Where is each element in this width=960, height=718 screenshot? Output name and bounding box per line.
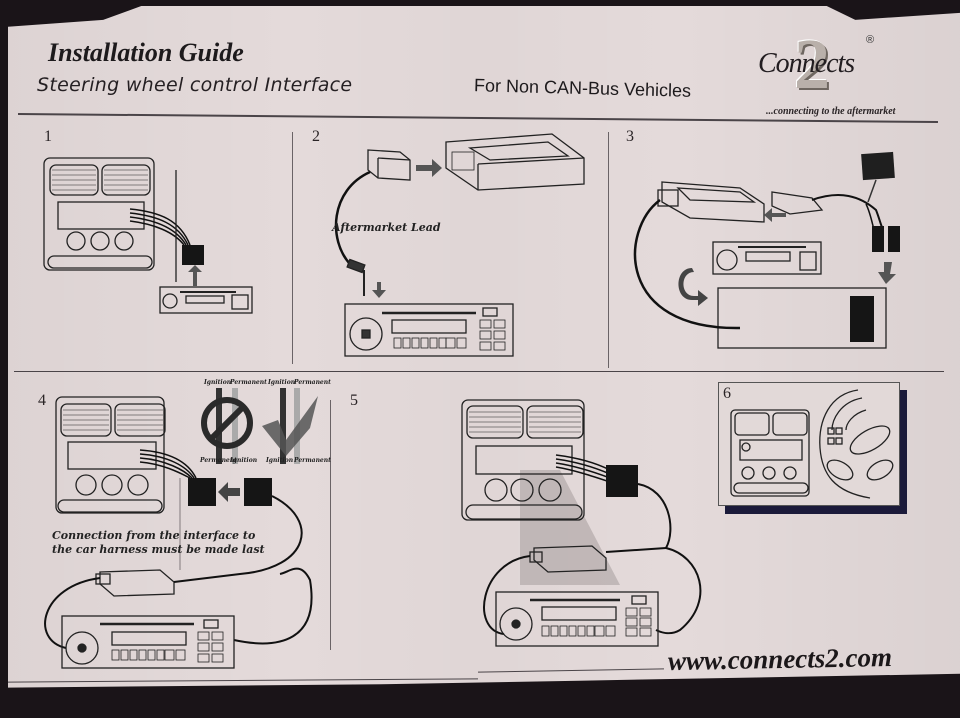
logo-numeral: 2: [794, 24, 830, 104]
check-mark-icon: [262, 396, 318, 456]
wrong-top-label-2: Permanent: [229, 379, 267, 386]
wrong-top-label-1: Ignition: [203, 379, 231, 386]
down-arrow: [372, 282, 386, 298]
car-harness-connector: [188, 478, 216, 506]
wrong-wiring-diagram: [201, 388, 253, 464]
dashboard-panel: [43, 157, 155, 271]
factory-radio: [159, 286, 253, 314]
wrong-bottom-label-2: Ignition: [229, 457, 257, 464]
column-divider-2: [608, 132, 609, 368]
step-4-caption: Connection from the interface to the car…: [52, 529, 265, 556]
steering-wheel: [819, 389, 894, 499]
website-url[interactable]: www.connects2.com: [667, 642, 893, 676]
dashboard-panel-step4: [55, 396, 166, 514]
aftermarket-radio-step2: [344, 303, 514, 357]
logo-tagline: ...connecting to the aftermarket: [766, 106, 896, 117]
step-number-1: 1: [44, 128, 52, 145]
step-number-3: 3: [626, 128, 634, 145]
split-connector-b: [888, 226, 900, 252]
column-divider-1: [292, 132, 293, 364]
connects2-logo: 2 Connects ® ...connecting to the afterm…: [748, 28, 908, 124]
harness-connector: [182, 245, 204, 265]
aftermarket-radio-step5: [495, 591, 659, 647]
cavity-connector: [850, 296, 874, 342]
split-connector-a: [872, 226, 884, 252]
step-number-6: 6: [723, 385, 731, 402]
aftermarket-radio-step3: [712, 241, 822, 275]
harness-wires: [129, 208, 191, 246]
right-top-label-1: Ignition: [267, 379, 295, 386]
car-harness-connector-step5: [606, 465, 638, 497]
down-right-arrow: [878, 262, 896, 284]
row-divider: [14, 371, 944, 373]
right-arrow: [416, 159, 442, 177]
step-number-4: 4: [38, 392, 46, 409]
wrong-bottom-label-1: Permanent: [199, 457, 237, 464]
dash-cavity: [717, 287, 887, 349]
right-bottom-label-1: Ignition: [265, 457, 293, 464]
right-bottom-label-2: Permanent: [293, 457, 331, 464]
harness-plug-step3: [771, 191, 824, 215]
interface-connector-step4: [244, 478, 272, 506]
interface-cable-loop-step4: [173, 495, 303, 583]
guide-subtitle: Steering wheel control Interface: [37, 74, 353, 96]
logo-wordmark: Connects: [758, 48, 855, 79]
right-top-label-2: Permanent: [293, 379, 331, 386]
aftermarket-lead-cable: [334, 170, 371, 265]
jack-plug: [346, 258, 366, 296]
interface-plug: [367, 149, 411, 181]
u-turn-arrow: [678, 268, 708, 306]
guide-title: Installation Guide: [48, 38, 244, 67]
correct-wiring-diagram: [262, 388, 318, 464]
registered-mark: ®: [866, 34, 875, 46]
step-number-5: 5: [350, 392, 358, 409]
interface-module-step3: [657, 181, 765, 223]
left-arrow: [764, 208, 786, 222]
radio-lead-step3: [633, 199, 741, 330]
column-divider-3: [330, 400, 331, 650]
step-number-2: 2: [312, 128, 320, 145]
install-shadow: [520, 470, 620, 585]
left-arrow-step4: [218, 482, 240, 502]
dashboard-panel-step6: [730, 409, 810, 497]
aftermarket-lead-label: Aftermarket Lead: [331, 221, 441, 234]
interface-module: [445, 133, 585, 191]
vehicle-connector: [861, 151, 895, 181]
aftermarket-radio-step4: [61, 615, 235, 669]
up-arrow: [188, 265, 202, 286]
